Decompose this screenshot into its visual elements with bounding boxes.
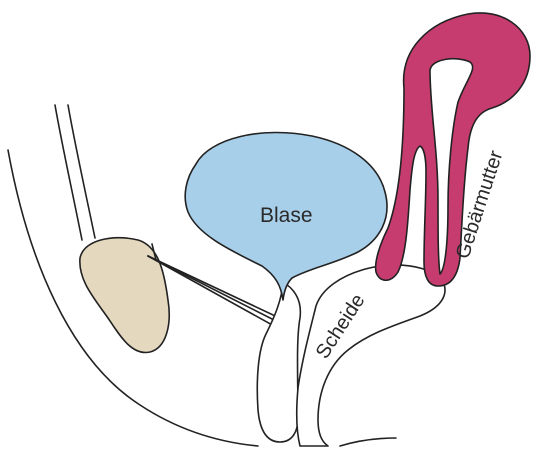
uterus (376, 13, 530, 286)
spine-line-left (55, 105, 82, 240)
spine-line-right (68, 105, 95, 238)
pubic-bone (80, 238, 169, 353)
body-contour-lower-right (340, 438, 396, 446)
urethra (257, 282, 300, 442)
bladder-label: Blase (260, 204, 313, 227)
